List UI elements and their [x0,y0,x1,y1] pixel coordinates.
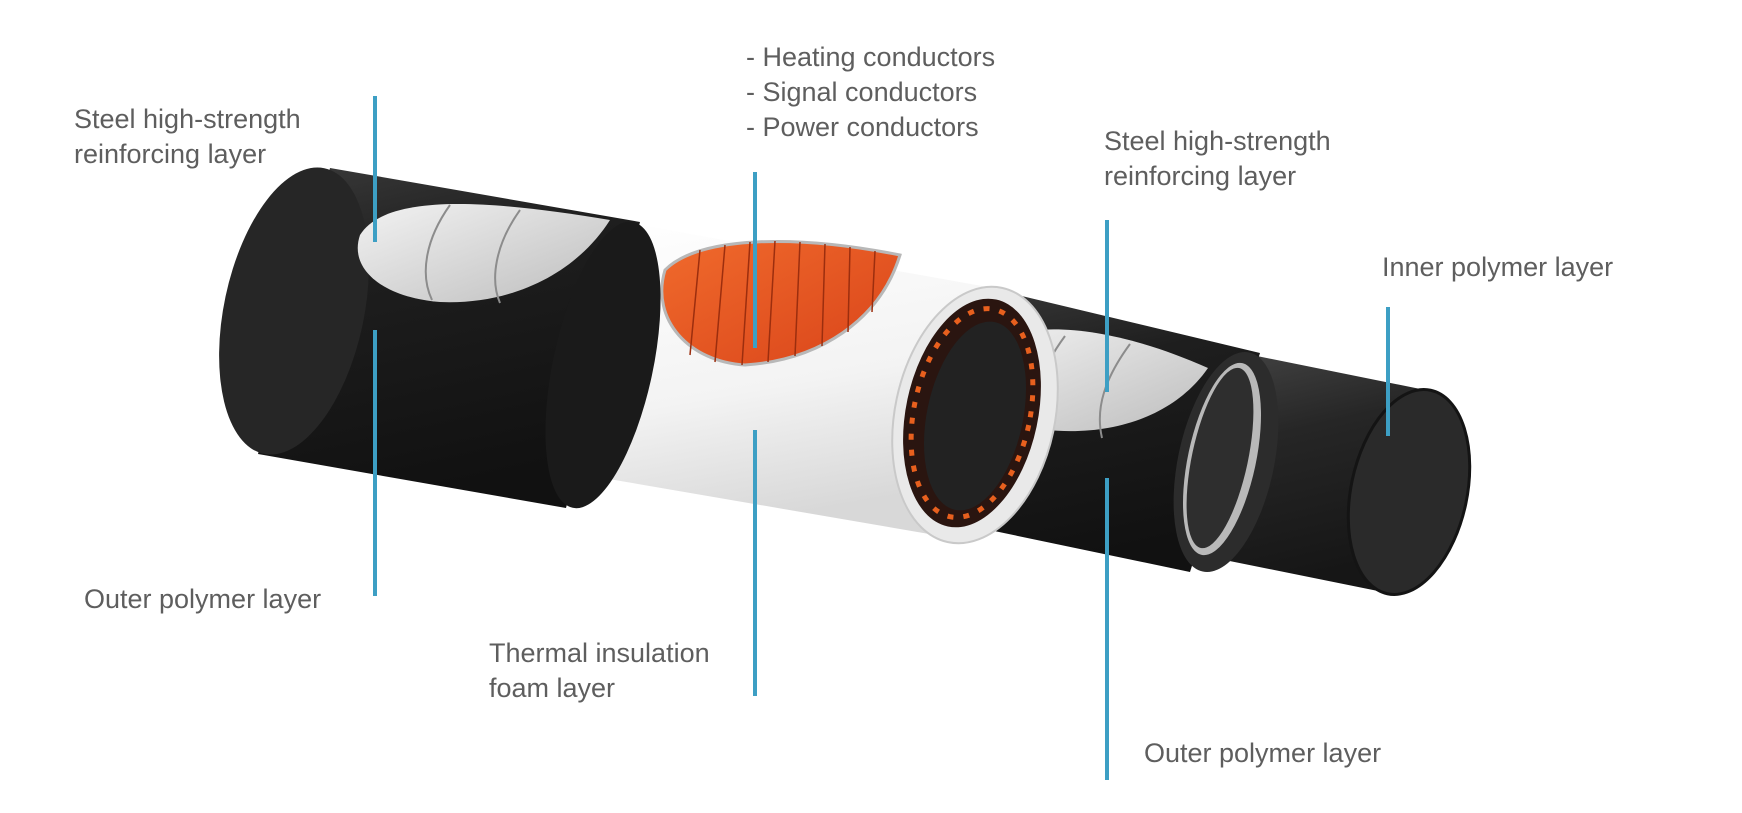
label-inner-polymer: Inner polymer layer [1382,252,1614,282]
conductor-window [660,239,902,367]
label-outer-polymer-right: Outer polymer layer [1144,738,1382,768]
label-steel-reinforcing-left: Steel high-strength reinforcing layer [74,104,301,169]
steel-window-left [357,204,610,304]
label-conductors: - Heating conductors - Signal conductors… [746,42,996,142]
label-thermal-insulation: Thermal insulation foam layer [489,638,710,703]
leader-lines [373,96,1390,780]
label-outer-polymer-left: Outer polymer layer [84,584,322,614]
label-steel-reinforcing-right: Steel high-strength reinforcing layer [1104,126,1331,191]
